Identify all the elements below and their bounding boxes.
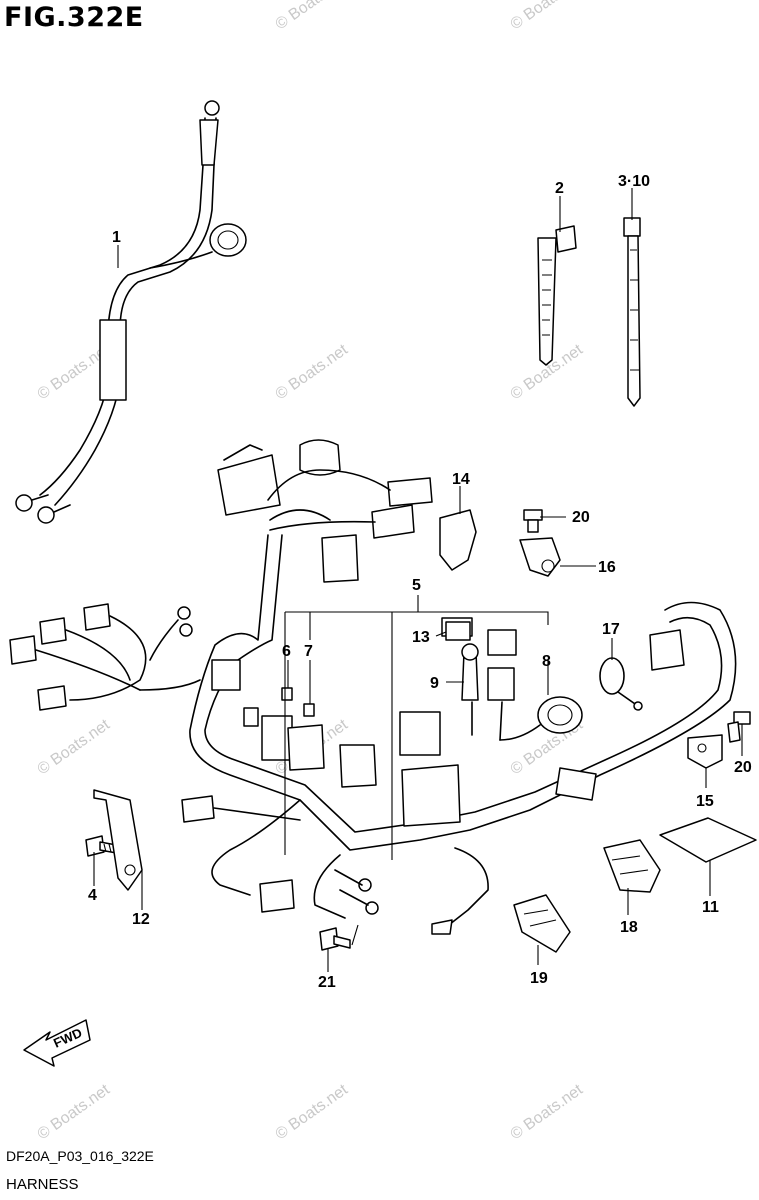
- watermarks: © Boats.net © Boats.net © Boats.net © Bo…: [35, 0, 587, 1143]
- callout-12: 12: [132, 911, 150, 928]
- callout-1: 1: [112, 229, 121, 246]
- leader-lines: [93, 188, 743, 972]
- callout-13: 13: [412, 629, 430, 646]
- callout-17: 17: [602, 621, 620, 638]
- callout-6: 6: [282, 643, 291, 660]
- callout-18: 18: [620, 919, 638, 936]
- figure-title: FIG.322E: [4, 2, 144, 33]
- callout-19: 19: [530, 970, 548, 987]
- part-11-sheet: [659, 817, 757, 863]
- callout-20-lower: 20: [734, 759, 752, 776]
- part-1-battery-cable: [15, 100, 247, 524]
- watermark: © Boats.net: [273, 341, 352, 403]
- part-12-bracket: [93, 789, 143, 891]
- watermark: © Boats.net: [273, 1081, 352, 1143]
- part-18-connector-clip: [603, 839, 661, 893]
- part-20-bolt-a: [523, 509, 543, 533]
- callout-3-10: 3·10: [618, 173, 650, 190]
- main-harness: [9, 439, 737, 935]
- callouts: 1 2 3·10 4 5 6 7 8 9 11 12 13 14 15 16 1…: [88, 173, 752, 991]
- figure-code: DF20A_P03_016_322E: [6, 1148, 154, 1164]
- callout-21: 21: [318, 974, 336, 991]
- part-21-bolt: [319, 927, 351, 951]
- part-20-bolt-b: [727, 711, 751, 743]
- figure-caption: HARNESS: [6, 1176, 79, 1193]
- part-17-wire-loop: [599, 657, 643, 711]
- callout-14: 14: [452, 471, 470, 488]
- watermark: © Boats.net: [35, 1081, 114, 1143]
- callout-20-upper: 20: [572, 509, 590, 526]
- callout-16: 16: [598, 559, 616, 576]
- callout-2: 2: [555, 180, 564, 197]
- callout-9: 9: [430, 675, 439, 692]
- callout-8: 8: [542, 653, 551, 670]
- callout-7: 7: [304, 643, 313, 660]
- part-2-clamp-band: [537, 225, 577, 366]
- watermark: © Boats.net: [508, 0, 587, 33]
- part-16-cable-clamp: [519, 537, 561, 577]
- part-3-10-cable-tie: [623, 217, 641, 407]
- watermark: © Boats.net: [508, 1081, 587, 1143]
- callout-15: 15: [696, 793, 714, 810]
- callout-5: 5: [412, 577, 421, 594]
- fwd-arrow: FWD: [23, 1019, 91, 1067]
- part-19-connector-clip: [513, 894, 571, 953]
- part-15-bracket: [687, 734, 723, 769]
- watermark: © Boats.net: [273, 0, 352, 33]
- part-14-clip: [439, 509, 477, 571]
- callout-11: 11: [702, 899, 719, 916]
- watermark: © Boats.net: [35, 716, 114, 778]
- callout-4: 4: [88, 887, 97, 904]
